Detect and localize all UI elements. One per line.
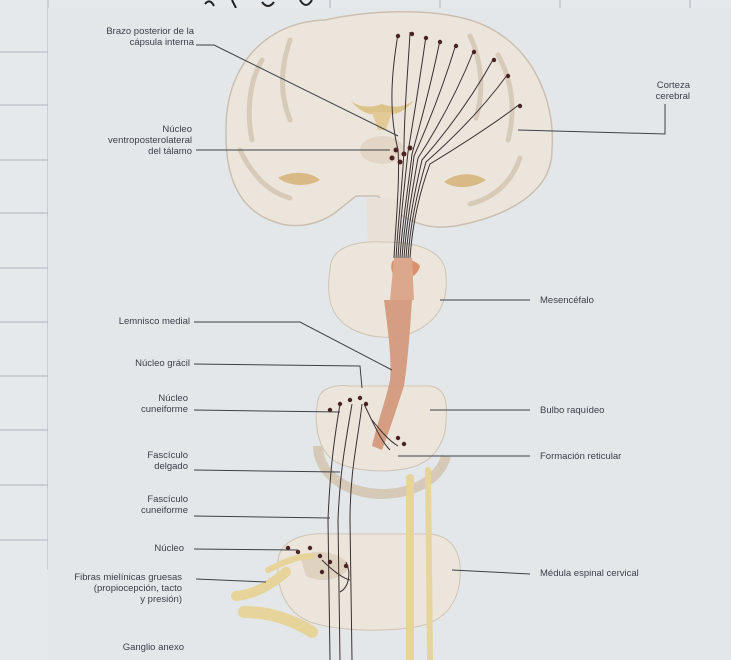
label-medula-espinal-cervical: Médula espinal cervical (540, 568, 720, 579)
label-nucleo-gracil: Núcleo grácil (52, 358, 190, 369)
label-brazo-posterior: Brazo posterior de la cápsula interna (52, 26, 194, 48)
label-nucleo-ventroposterolateral: Núcleo ventroposterolateral del tálamo (52, 124, 192, 157)
label-nucleo: Núcleo (52, 543, 184, 554)
brain-coronal-section (226, 12, 552, 227)
label-bulbo-raquideo: Bulbo raquídeo (540, 405, 690, 416)
label-fibras-mielinicas: Fibras mielínicas gruesas (propiocepción… (4, 572, 182, 605)
label-lemnisco-medial: Lemnisco medial (52, 316, 190, 327)
label-mesencefalo: Mesencéfalo (540, 295, 690, 306)
label-nucleo-cuneiforme: Núcleo cuneiforme (52, 393, 188, 415)
label-ganglio-anexo: Ganglio anexo (52, 642, 184, 653)
label-formacion-reticular: Formación reticular (540, 451, 710, 462)
label-fasciculo-cuneiforme: Fascículo cuneiforme (52, 494, 188, 516)
label-corteza-cerebral: Corteza cerebral (600, 80, 690, 102)
label-fasciculo-delgado: Fascículo delgado (52, 450, 188, 472)
spinal-cord-section (278, 534, 460, 630)
